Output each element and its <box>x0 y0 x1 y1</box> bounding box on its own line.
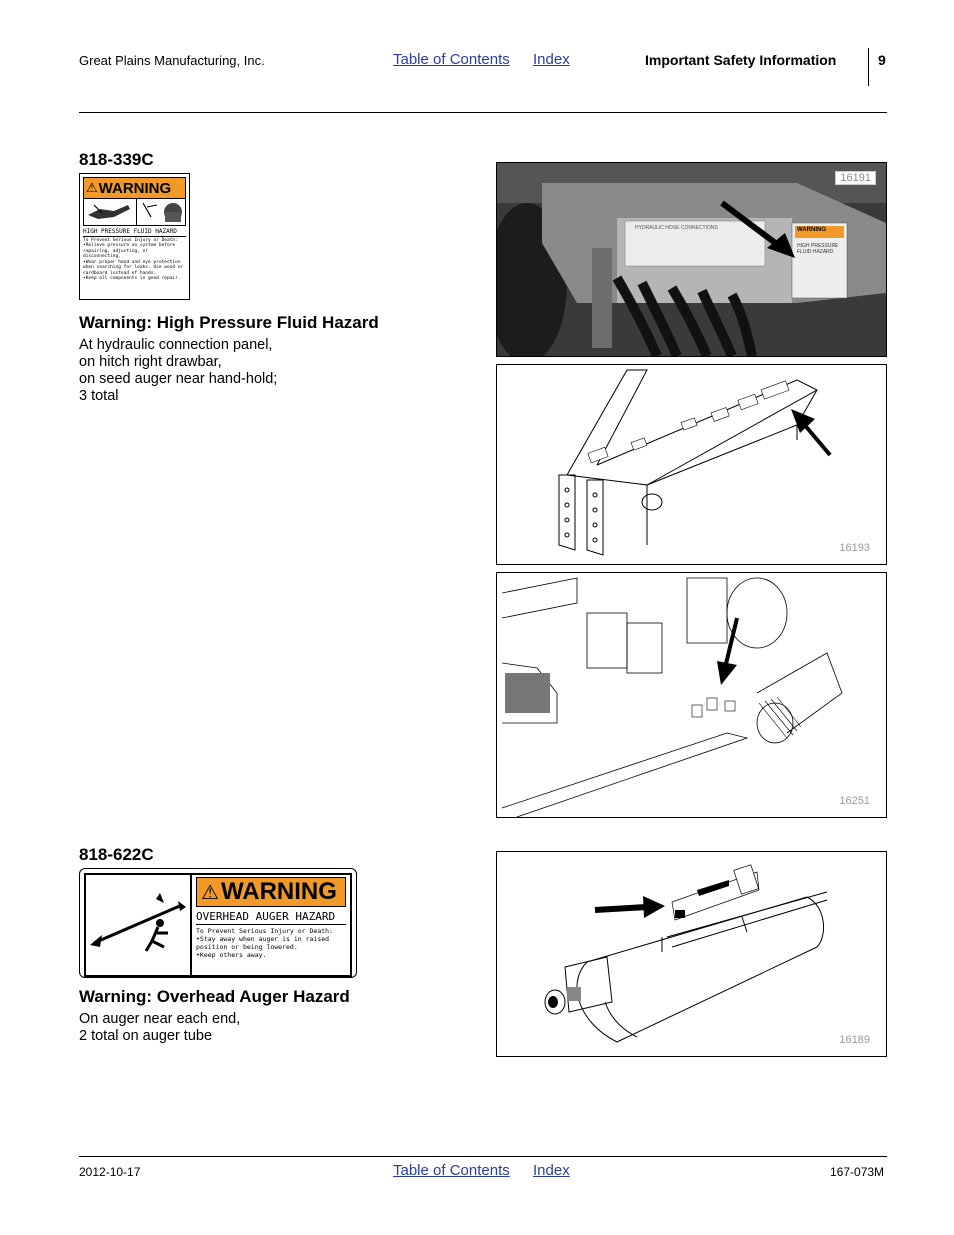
decal1-banner: ⚠ WARNING <box>83 177 186 199</box>
decal1-description: At hydraulic connection panel, on hitch … <box>79 337 278 404</box>
hitch-drawbar-drawing <box>558 369 832 556</box>
footer-index-link[interactable]: Index <box>533 1162 570 1179</box>
decal1-bullet: •Keep all components in good repair. <box>83 276 181 281</box>
decal1-bullet: •Wear proper hand and eye protection whe… <box>83 259 184 276</box>
decal1-image: ⚠ WARNING HIGH PRESSURE FLUID HAZARD To … <box>79 173 190 300</box>
section-title: Important Safety Information <box>645 52 837 68</box>
footer-date: 2012-10-17 <box>79 1165 141 1179</box>
photo-decal-text: HIGH PRESSURE FLUID HAZARD <box>797 243 839 255</box>
hand-injection-icon <box>84 199 137 225</box>
decal1-hazard: HIGH PRESSURE FLUID HAZARD <box>83 227 186 237</box>
decal2-bullet: •Keep others away. <box>196 951 267 959</box>
decal1-bullet: •Relieve pressure on system before repai… <box>83 243 176 259</box>
decal2-image: ⚠ WARNING OVERHEAD AUGER HAZARD To Preve… <box>79 868 357 978</box>
decal1-part-number: 818-339C <box>79 150 154 169</box>
header-toc-link[interactable]: Table of Contents <box>393 51 510 68</box>
decal2-subhead: To Prevent Serious Injury or Death: <box>196 927 333 935</box>
figure-auger-tube: 16189 <box>496 851 887 1057</box>
header-rule <box>79 112 887 113</box>
decal2-bullet: •Stay away when auger is in raised posit… <box>196 935 330 951</box>
company-name: Great Plains Manufacturing, Inc. <box>79 53 265 68</box>
decal2-hazard: OVERHEAD AUGER HAZARD <box>196 907 346 925</box>
figure-hitch-drawbar: 16193 <box>496 364 887 565</box>
figure-number: 16189 <box>839 1034 870 1046</box>
decal2-description: On auger near each end, 2 total on auger… <box>79 1011 241 1044</box>
overhead-auger-icon <box>86 875 192 975</box>
header-index-link[interactable]: Index <box>533 51 570 68</box>
footer-rule <box>79 1156 887 1157</box>
seed-auger-drawing <box>501 577 843 817</box>
footer-doc-number: 167-073M <box>830 1165 885 1179</box>
page-number: 9 <box>878 52 886 68</box>
auger-tube-drawing <box>544 864 828 1043</box>
figure-number: 16193 <box>839 542 870 554</box>
warning-triangle-icon: ⚠ <box>201 881 219 904</box>
hydraulic-panel-photo <box>497 163 886 356</box>
decal2-title: Warning: Overhead Auger Hazard <box>79 987 350 1006</box>
warning-triangle-icon: ⚠ <box>86 180 98 195</box>
decal2-banner: ⚠ WARNING <box>196 877 346 907</box>
hose-panel-label: HYDRAULIC HOSE CONNECTIONS <box>635 225 718 231</box>
header-divider <box>868 48 869 86</box>
protective-glove-icon <box>137 199 189 225</box>
figure-seed-auger: 16251 <box>496 572 887 818</box>
photo-decal-banner: WARNING <box>797 227 826 233</box>
figure-hydraulic-panel-photo: HYDRAULIC HOSE CONNECTIONS WARNING HIGH … <box>496 162 887 357</box>
decal2-part-number: 818-622C <box>79 845 154 864</box>
decal1-subhead: To Prevent Serious Injury or Death: <box>83 238 178 243</box>
figure-number: 16251 <box>839 795 870 807</box>
footer-toc-link[interactable]: Table of Contents <box>393 1162 510 1179</box>
figure-number: 16191 <box>835 171 876 185</box>
decal1-title: Warning: High Pressure Fluid Hazard <box>79 313 379 332</box>
